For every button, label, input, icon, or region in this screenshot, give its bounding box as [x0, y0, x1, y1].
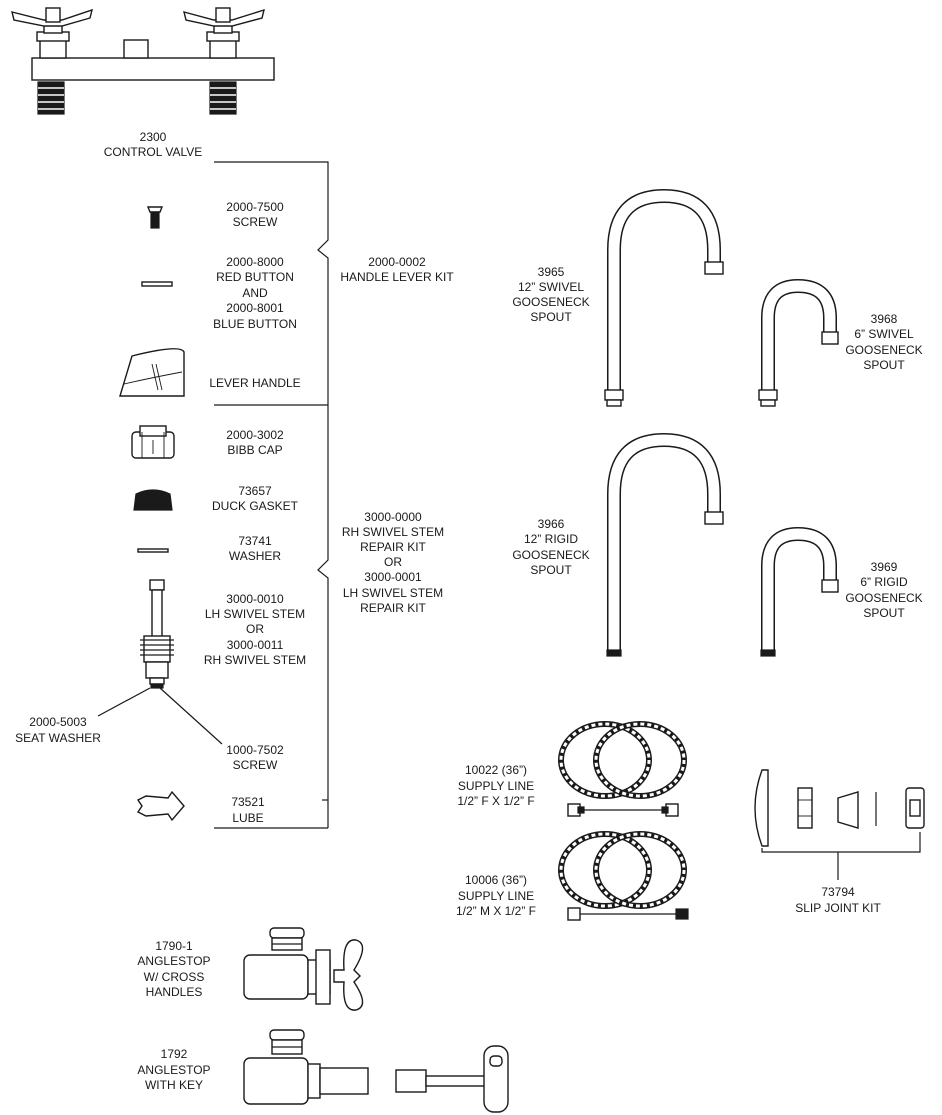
spout-3966-drawing [606, 432, 724, 657]
control-valve-number: 2300 [140, 130, 167, 144]
seat-washer-number: 2000-5003 [29, 715, 87, 729]
bibb-cap-drawing [131, 425, 175, 459]
rh-stem-name: RH SWIVEL STEM [204, 653, 306, 667]
blue-button-number: 2000-8001 [226, 301, 284, 315]
anglestop-1792-number: 1792 [161, 1047, 188, 1061]
stem-kit-line-3: LH SWIVEL STEM [343, 586, 443, 600]
spout-3965-number: 3965 [538, 265, 565, 279]
anglestop-1790-line1: ANGLESTOP [137, 954, 210, 968]
seat-washer-name: SEAT WASHER [15, 731, 101, 745]
lube-name: LUBE [232, 811, 263, 825]
anglestop-1790-line3: HANDLES [146, 985, 203, 999]
control-valve-name: CONTROL VALVE [104, 145, 202, 159]
lube-drawing [136, 790, 185, 822]
and-text: AND [242, 286, 268, 300]
spout-3966-number: 3966 [538, 517, 565, 531]
handle-lever-kit-number: 2000-0002 [368, 255, 426, 269]
spout-3966-line1: 12” RIGID [524, 532, 578, 546]
stem-kit-line-2: REPAIR KIT [360, 540, 426, 554]
spout-3965-line3: SPOUT [530, 310, 572, 324]
supply-line-10006-drawing [558, 831, 689, 921]
spout-3968-line3: SPOUT [863, 358, 905, 372]
duck-gasket-drawing [133, 489, 173, 511]
screw-top-drawing [146, 206, 164, 229]
screw-bottom-leader [159, 687, 223, 745]
anglestop-1792-line2: WITH KEY [145, 1078, 203, 1092]
seat-washer-leader [97, 687, 151, 717]
supply-10022-line1: SUPPLY LINE [458, 779, 534, 793]
washer-number: 73741 [238, 534, 272, 548]
red-button-name: RED BUTTON [216, 270, 294, 284]
slip-joint-number: 73794 [821, 885, 855, 899]
spout-3969-line2: GOOSENECK [845, 591, 922, 605]
spout-3966-line3: SPOUT [530, 563, 572, 577]
anglestop-1790-line2: W/ CROSS [144, 970, 205, 984]
swivel-stem-drawing [140, 579, 174, 689]
screw-top-number: 2000-7500 [226, 200, 284, 214]
washer-drawing [137, 548, 169, 553]
supply-10022-number: 10022 (36”) [465, 763, 527, 777]
screw-bottom-number: 1000-7502 [226, 743, 284, 757]
stem-kit-number-2: 3000-0001 [364, 570, 422, 584]
washer-name: WASHER [229, 549, 282, 563]
stem-kit-line-4: REPAIR KIT [360, 601, 426, 615]
supply-10006-line1: SUPPLY LINE [458, 889, 534, 903]
spout-3969-number: 3969 [871, 560, 898, 574]
spout-3969-line1: 6” RIGID [860, 575, 908, 589]
slip-joint-kit-drawing [754, 769, 925, 880]
button-drawing [141, 281, 173, 287]
supply-10006-number: 10006 (36”) [465, 873, 527, 887]
screw-bottom-name: SCREW [233, 758, 278, 772]
spout-3968-number: 3968 [871, 312, 898, 326]
spout-3966-line2: GOOSENECK [512, 548, 589, 562]
supply-10006-line2: 1/2” M X 1/2” F [456, 904, 536, 918]
control-valve-drawing [11, 7, 275, 115]
spout-3969-drawing [760, 526, 839, 657]
bracket-lines [214, 161, 329, 829]
anglestop-1790-drawing [243, 927, 364, 1011]
anglestop-1792-line1: ANGLESTOP [137, 1063, 210, 1077]
anglestop-1790-number: 1790-1 [155, 939, 193, 953]
spout-3968-drawing [758, 278, 839, 407]
spout-3968-line2: GOOSENECK [845, 343, 922, 357]
spout-3965-line1: 12” SWIVEL [518, 280, 584, 294]
stem-kit-number-1: 3000-0000 [364, 510, 422, 524]
slip-joint-name: SLIP JOINT KIT [795, 901, 881, 915]
rh-stem-number: 3000-0011 [227, 638, 284, 652]
spout-3969-line3: SPOUT [863, 606, 905, 620]
spout-3965-drawing [604, 188, 724, 407]
lube-number: 73521 [231, 795, 265, 809]
lever-handle-drawing [119, 348, 185, 397]
red-button-number: 2000-8000 [226, 255, 284, 269]
screw-top-name: SCREW [233, 215, 278, 229]
bibb-cap-number: 2000-3002 [226, 428, 284, 442]
lever-handle-name: LEVER HANDLE [209, 376, 300, 390]
handle-lever-kit-name: HANDLE LEVER KIT [340, 270, 454, 284]
or-text: OR [246, 622, 264, 636]
spout-3965-line2: GOOSENECK [512, 295, 589, 309]
duck-gasket-name: DUCK GASKET [212, 499, 299, 513]
supply-line-10022-drawing [558, 721, 687, 817]
bibb-cap-name: BIBB CAP [227, 443, 282, 457]
stem-kit-line-1: RH SWIVEL STEM [342, 525, 444, 539]
supply-10022-line2: 1/2” F X 1/2” F [457, 794, 534, 808]
blue-button-name: BLUE BUTTON [213, 317, 297, 331]
lh-stem-number: 3000-0010 [226, 592, 284, 606]
duck-gasket-number: 73657 [238, 484, 272, 498]
stem-kit-or: OR [384, 555, 402, 569]
spout-3968-line1: 6” SWIVEL [854, 327, 914, 341]
anglestop-1792-drawing [243, 1029, 509, 1113]
lh-stem-name: LH SWIVEL STEM [205, 607, 305, 621]
